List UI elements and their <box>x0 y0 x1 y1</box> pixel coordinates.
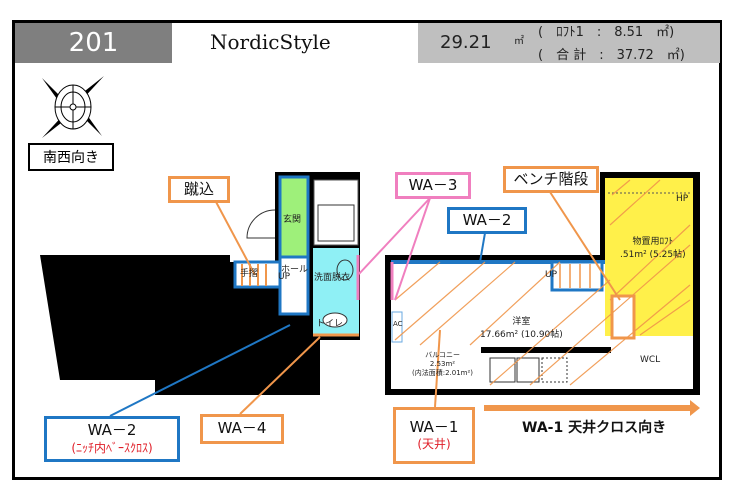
room-washroom: 洗面脱衣 <box>314 273 351 283</box>
callout-wa3-label: WA－3 <box>408 175 458 194</box>
callout-bench-label: ベンチ階段 <box>513 169 589 188</box>
up-label: UP <box>278 272 291 282</box>
balcony-area: 2.53m² <box>429 360 456 368</box>
area-value: 29.21 <box>440 32 492 53</box>
room-loft-area: .51m² (5.25帖) <box>620 250 686 260</box>
stairs-handrail: 手摺 <box>240 269 259 279</box>
up-label-2: UP <box>545 270 558 280</box>
callout-wa2-bottom: WA－2(ﾆｯﾁ内ﾍﾞｰｽｸﾛｽ) <box>44 416 180 462</box>
room-western-label: 洋室 <box>512 317 531 327</box>
callout-wa2-note: (ﾆｯﾁ内ﾍﾞｰｽｸﾛｽ) <box>71 440 153 455</box>
ac-label: AC <box>393 320 403 328</box>
room-loft-label: 物置用ﾛﾌﾄ <box>632 237 674 247</box>
callout-wa2-top-label: WA－2 <box>462 210 512 229</box>
balcony-label: バルコニー <box>425 351 460 359</box>
callout-wa3: WA－3 <box>395 172 471 199</box>
callout-wa1-note: (天井) <box>417 437 451 452</box>
balcony-inner: (内法面積:2.01m²) <box>412 369 474 377</box>
callout-wa4-label: WA－4 <box>217 419 267 438</box>
area-box <box>418 23 720 63</box>
room-toilet: トイレ <box>316 319 344 329</box>
area-unit: ㎡ <box>514 36 524 47</box>
callout-kerikomi-label: 蹴込 <box>183 179 214 198</box>
callout-wa1: WA－1(天井) <box>393 407 475 464</box>
page-frame <box>12 20 722 480</box>
room-western-area: 17.66m² (10.90帖) <box>480 330 563 340</box>
arrow-label: WA-1 天井クロス向き <box>522 420 667 436</box>
loft-area: ( ﾛﾌﾄ1 : 8.51 ㎡) <box>538 25 675 40</box>
callout-wa2-top: WA－2 <box>447 207 527 234</box>
hp-label: HP <box>676 194 689 204</box>
callout-bench-stairs: ベンチ階段 <box>503 166 599 193</box>
compass-icon <box>42 76 104 138</box>
property-name: NordicStyle <box>210 30 331 54</box>
orientation-label: 南西向き <box>28 143 114 171</box>
callout-wa1-label: WA－1 <box>409 417 459 436</box>
room-western: 洋室 17.66m² (10.90帖) <box>480 314 563 340</box>
room-number: 201 <box>15 23 172 63</box>
room-wcl: WCL <box>640 355 661 365</box>
callout-kerikomi: 蹴込 <box>168 176 230 203</box>
room-entrance: 玄関 <box>283 215 302 225</box>
callout-wa4: WA－4 <box>200 414 284 444</box>
callout-wa2-bottom-label: WA－2 <box>87 421 137 440</box>
room-hall: ホール <box>281 265 309 275</box>
room-loft: 物置用ﾛﾌﾄ .51m² (5.25帖) <box>620 234 686 260</box>
total-area: ( 合 計 : 37.72 ㎡) <box>538 48 685 63</box>
